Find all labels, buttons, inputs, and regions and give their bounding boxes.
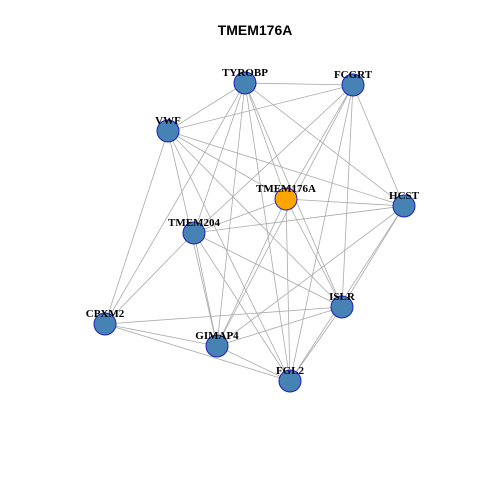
node-hcst[interactable] <box>392 194 416 218</box>
edge-tmem176a-tmem204 <box>193 198 287 234</box>
node-cpxm2[interactable] <box>93 312 117 336</box>
edge-tmem176a-hcst <box>285 198 405 207</box>
edge-fcgrt-hcst <box>352 84 405 207</box>
node-vwf[interactable] <box>156 119 180 143</box>
edge-tmem204-gimap4 <box>193 232 218 347</box>
node-label-cpxm2: CPXM2 <box>86 308 125 320</box>
edge-islr-fgl2 <box>289 306 343 382</box>
node-label-hcst: HCST <box>389 190 420 202</box>
node-label-tmem176a: TMEM176A <box>256 183 316 195</box>
node-label-vwf: VWF <box>155 115 181 127</box>
edge-vwf-hcst <box>167 130 405 207</box>
node-fgl2[interactable] <box>278 369 302 393</box>
node-tyrobp[interactable] <box>233 71 257 95</box>
edge-fcgrt-tmem176a <box>285 84 354 200</box>
edge-vwf-cpxm2 <box>104 130 169 325</box>
edge-hcst-tmem204 <box>193 205 405 234</box>
edge-vwf-fgl2 <box>167 130 291 382</box>
edge-tyrobp-vwf <box>167 82 246 132</box>
node-tmem204[interactable] <box>182 221 206 245</box>
node-fcgrt[interactable] <box>341 73 365 97</box>
node-label-islr: ISLR <box>329 291 356 303</box>
node-label-fcgrt: FCGRT <box>334 69 373 81</box>
edge-cpxm2-fgl2 <box>104 323 291 382</box>
edge-tmem204-islr <box>193 232 343 308</box>
edge-vwf-islr <box>167 130 343 308</box>
edge-tyrobp-tmem176a <box>244 82 287 200</box>
edge-tmem204-fgl2 <box>193 232 291 382</box>
edge-fcgrt-vwf <box>167 84 354 132</box>
node-gimap4[interactable] <box>205 334 229 358</box>
node-label-tyrobp: TYROBP <box>222 67 268 79</box>
edge-hcst-gimap4 <box>216 205 405 347</box>
node-label-fgl2: FGL2 <box>276 365 305 377</box>
node-label-gimap4: GIMAP4 <box>195 330 239 342</box>
edge-fcgrt-islr <box>341 84 354 308</box>
edge-tyrobp-gimap4 <box>216 82 246 347</box>
edge-layer <box>104 82 405 382</box>
edge-tyrobp-cpxm2 <box>104 82 246 325</box>
edge-hcst-fgl2 <box>289 205 405 382</box>
edge-tmem176a-islr <box>285 198 343 308</box>
edge-cpxm2-gimap4 <box>104 323 218 347</box>
edge-tmem176a-fgl2 <box>285 198 291 382</box>
edge-hcst-islr <box>341 205 405 308</box>
edge-tyrobp-hcst <box>244 82 405 207</box>
node-label-tmem204: TMEM204 <box>168 217 220 229</box>
edge-gimap4-fgl2 <box>216 345 291 382</box>
edge-tmem204-cpxm2 <box>104 232 195 325</box>
node-islr[interactable] <box>330 295 354 319</box>
graph-title: TMEM176A <box>218 22 293 38</box>
edge-tmem176a-gimap4 <box>216 198 287 347</box>
edge-fcgrt-gimap4 <box>216 84 354 347</box>
edge-tyrobp-tmem204 <box>193 82 246 234</box>
edge-islr-cpxm2 <box>104 306 343 325</box>
edge-fcgrt-tmem204 <box>193 84 354 234</box>
edge-islr-gimap4 <box>216 306 343 347</box>
node-tmem176a[interactable] <box>274 187 298 211</box>
edge-vwf-tmem176a <box>167 130 287 200</box>
edge-tyrobp-fcgrt <box>244 82 354 86</box>
node-layer <box>93 71 416 393</box>
edge-fcgrt-fgl2 <box>289 84 354 382</box>
